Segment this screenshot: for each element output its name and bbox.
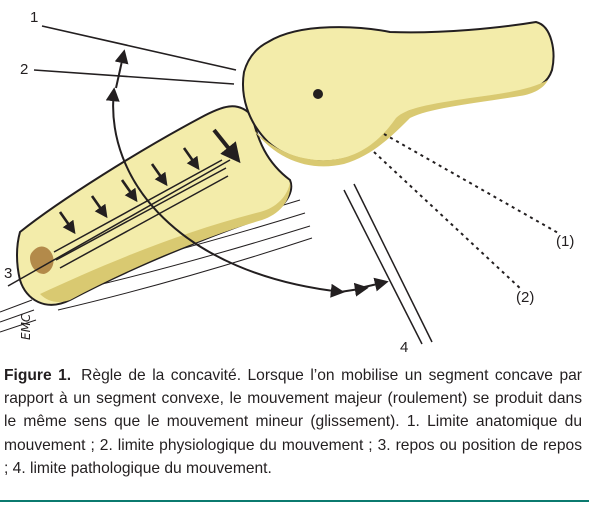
label-paren-2: (2) [516, 289, 534, 306]
label-2: 2 [20, 61, 28, 78]
label-4: 4 [400, 339, 408, 356]
roll-end-arrows [339, 277, 389, 297]
rotation-center-dot [313, 89, 323, 99]
label-3: 3 [4, 265, 12, 282]
caption-text: Règle de la concavité. Lorsque l’on mobi… [4, 367, 582, 477]
anatomic-limit-line [41, 25, 237, 71]
dotted-line-1 [383, 133, 561, 235]
figure-caption: Figure 1.Règle de la concavité. Lorsque … [4, 364, 582, 480]
label-1: 1 [30, 9, 38, 26]
convex-bone [242, 20, 555, 167]
emc-watermark: EMC [19, 313, 33, 340]
roll-arc-arrow-upper [114, 49, 129, 89]
bottom-rule [0, 500, 589, 502]
concave-bone [16, 105, 293, 306]
dotted-line-2 [373, 151, 523, 291]
bone-spot [30, 246, 54, 274]
label-paren-1: (1) [556, 233, 574, 250]
caption-lead: Figure 1. [4, 367, 72, 384]
pathologic-limit-lines [343, 183, 433, 345]
concavity-rule-diagram: 1 2 3 4 (1) (2) EMC [0, 9, 574, 356]
physiologic-limit-line [33, 69, 235, 85]
roll-arc-arrow [105, 87, 345, 298]
